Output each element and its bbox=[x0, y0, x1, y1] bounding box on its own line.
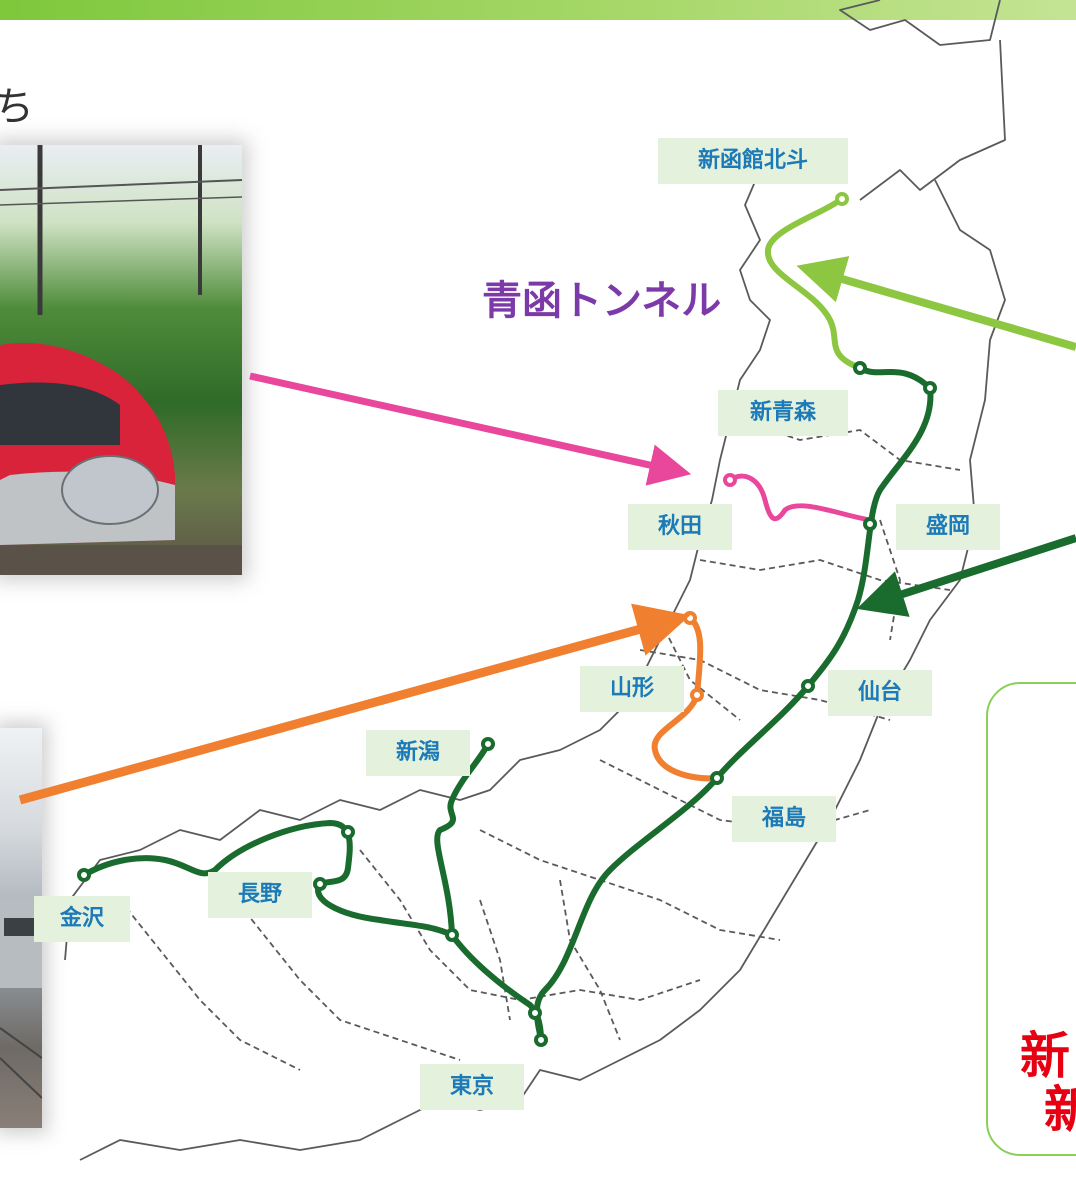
akita-shinkansen-line bbox=[727, 473, 873, 523]
info-box-text-line2: 新 bbox=[1044, 1081, 1076, 1139]
station-dot-shin-hakodate bbox=[835, 192, 849, 206]
hokuriku-shinkansen-line bbox=[81, 820, 544, 1043]
station-label-akita: 秋田 bbox=[628, 504, 732, 550]
station-dot-shin-aomori bbox=[853, 361, 867, 375]
station-dot-takasaki bbox=[445, 928, 459, 942]
station-dot-fukushima bbox=[710, 771, 724, 785]
station-dot-nagano bbox=[313, 877, 327, 891]
station-dot-akita bbox=[723, 473, 737, 487]
station-dot-hachinohe bbox=[923, 381, 937, 395]
akita-pointer-arrow bbox=[249, 372, 692, 486]
hokkaido-pointer-arrow bbox=[796, 256, 1076, 351]
train-illustration bbox=[0, 145, 242, 575]
station-dot-omiya bbox=[528, 1006, 542, 1020]
komachi-train-photo bbox=[0, 145, 242, 575]
station-label-sendai: 仙台 bbox=[828, 670, 932, 716]
header-bar bbox=[0, 0, 1076, 20]
station-dot-shinjo bbox=[683, 611, 697, 625]
yamagata-pointer-arrow bbox=[18, 603, 691, 805]
hokkaido-shinkansen-line bbox=[764, 196, 863, 371]
station-dot-joetsu bbox=[341, 825, 355, 839]
station-label-yamagata: 山形 bbox=[580, 666, 684, 712]
station-label-tokyo: 東京 bbox=[420, 1064, 524, 1110]
station-label-morioka: 盛岡 bbox=[896, 504, 1000, 550]
station-dot-morioka bbox=[863, 517, 877, 531]
train-illustration-2 bbox=[0, 898, 42, 1099]
station-dot-yamagata bbox=[690, 688, 704, 702]
station-label-niigata: 新潟 bbox=[366, 730, 470, 776]
station-label-nagano: 長野 bbox=[208, 872, 312, 918]
station-label-kanazawa: 金沢 bbox=[34, 896, 130, 942]
info-callout-box bbox=[986, 682, 1076, 1156]
station-dot-tokyo bbox=[534, 1033, 548, 1047]
yamagata-shinkansen-line bbox=[651, 615, 720, 782]
page-heading-fragment: ち bbox=[0, 84, 34, 130]
station-dot-niigata bbox=[481, 737, 495, 751]
station-dot-kanazawa bbox=[77, 868, 91, 882]
station-label-shin-aomori: 新青森 bbox=[718, 390, 848, 436]
station-label-fukushima: 福島 bbox=[732, 796, 836, 842]
info-box-text-line1: 新 bbox=[1020, 1027, 1070, 1085]
station-dot-sendai bbox=[801, 679, 815, 693]
seikan-tunnel-label: 青函トンネル bbox=[482, 278, 722, 324]
station-label-shin-hakodate-hokuto: 新函館北斗 bbox=[658, 138, 848, 184]
tohoku-pointer-arrow bbox=[856, 534, 1076, 617]
